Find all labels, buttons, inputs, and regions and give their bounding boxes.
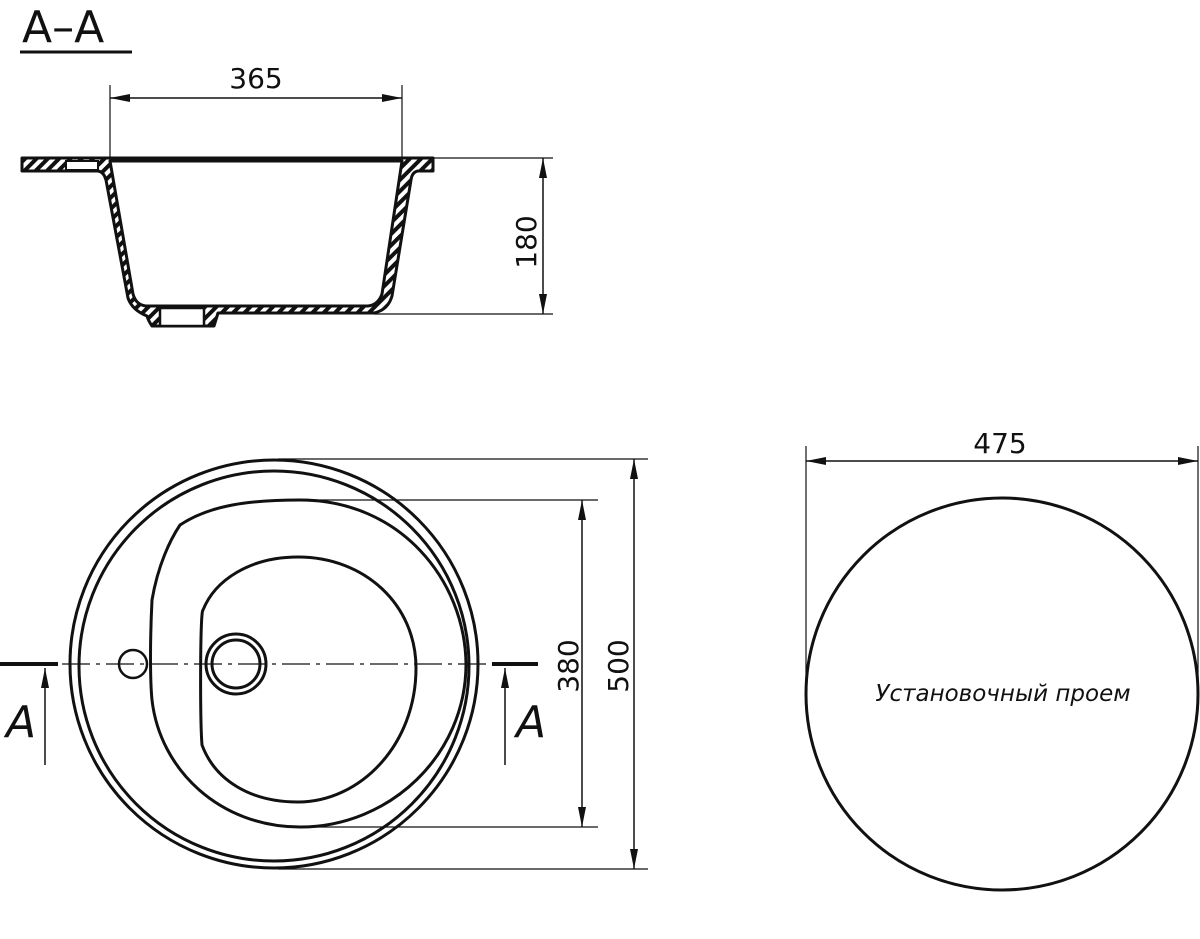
bowl-edge	[149, 498, 468, 829]
cutout-caption: Установочный проем	[875, 681, 1130, 707]
outer-dimension-label: 500	[602, 639, 635, 692]
rim-inner	[77, 469, 471, 863]
section-title: А–А	[22, 2, 104, 53]
height-dimension-label: 180	[510, 215, 543, 268]
section-view: 365 180	[20, 62, 553, 328]
cutout-dimension-label: 475	[973, 427, 1026, 460]
cutout-view: 475 Установочный проем	[804, 427, 1200, 892]
bowl-bottom	[199, 555, 418, 804]
cut-label-left: A	[3, 697, 36, 748]
inner-dimension-label: 380	[552, 639, 585, 692]
cut-label-right: A	[513, 697, 546, 748]
plan-view: A A 380 500	[0, 458, 648, 870]
width-dimension-label: 365	[229, 62, 282, 95]
